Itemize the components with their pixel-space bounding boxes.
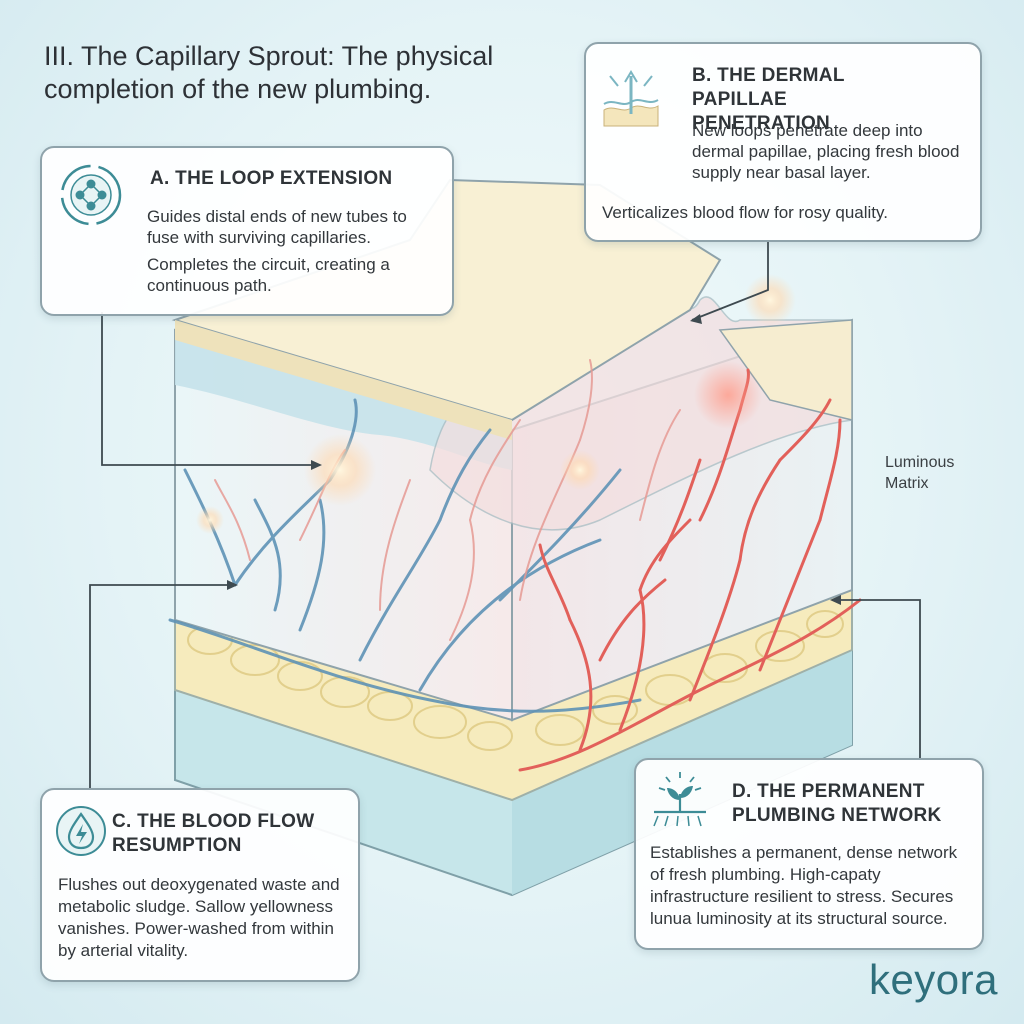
luminous-matrix-label: Luminous Matrix (885, 454, 955, 492)
card-b-heading: B. THE DERMAL PAPILLAE PENETRATION (692, 65, 845, 134)
card-c-heading: C. THE BLOOD FLOW RESUMPTION (112, 811, 315, 856)
card-a-text-1: Guides distal ends of new tubes to fuse … (147, 207, 407, 247)
card-a-text-2: Completes the circuit, creating a contin… (147, 255, 390, 295)
callout-card-d: D. THE PERMANENT PLUMBING NETWORK Establ… (634, 758, 984, 950)
callout-card-c: C. THE BLOOD FLOW RESUMPTION Flushes out… (40, 788, 360, 982)
callout-card-a: A. THE LOOP EXTENSION Guides distal ends… (40, 146, 454, 316)
papillae-penetration-icon (600, 64, 662, 135)
callout-leaders (89, 240, 921, 788)
card-d-heading: D. THE PERMANENT PLUMBING NETWORK (732, 781, 942, 826)
page-title: III. The Capillary Sprout: The physical … (44, 41, 494, 104)
droplet-bolt-icon (54, 804, 108, 863)
card-a-heading: A. THE LOOP EXTENSION (150, 168, 393, 189)
card-b-text-2: Verticalizes blood flow for rosy quality… (602, 203, 888, 222)
brand-logo: keyora (868, 956, 998, 1003)
card-c-text: Flushes out deoxygenated waste and metab… (58, 875, 340, 960)
card-d-text: Establishes a permanent, dense network o… (650, 843, 958, 928)
callout-card-b: B. THE DERMAL PAPILLAE PENETRATION New l… (584, 42, 982, 242)
card-b-text-1: New loops penetrate deep into dermal pap… (692, 121, 960, 182)
circuit-nodes-icon (58, 162, 124, 233)
sprouting-plant-icon (650, 768, 710, 835)
